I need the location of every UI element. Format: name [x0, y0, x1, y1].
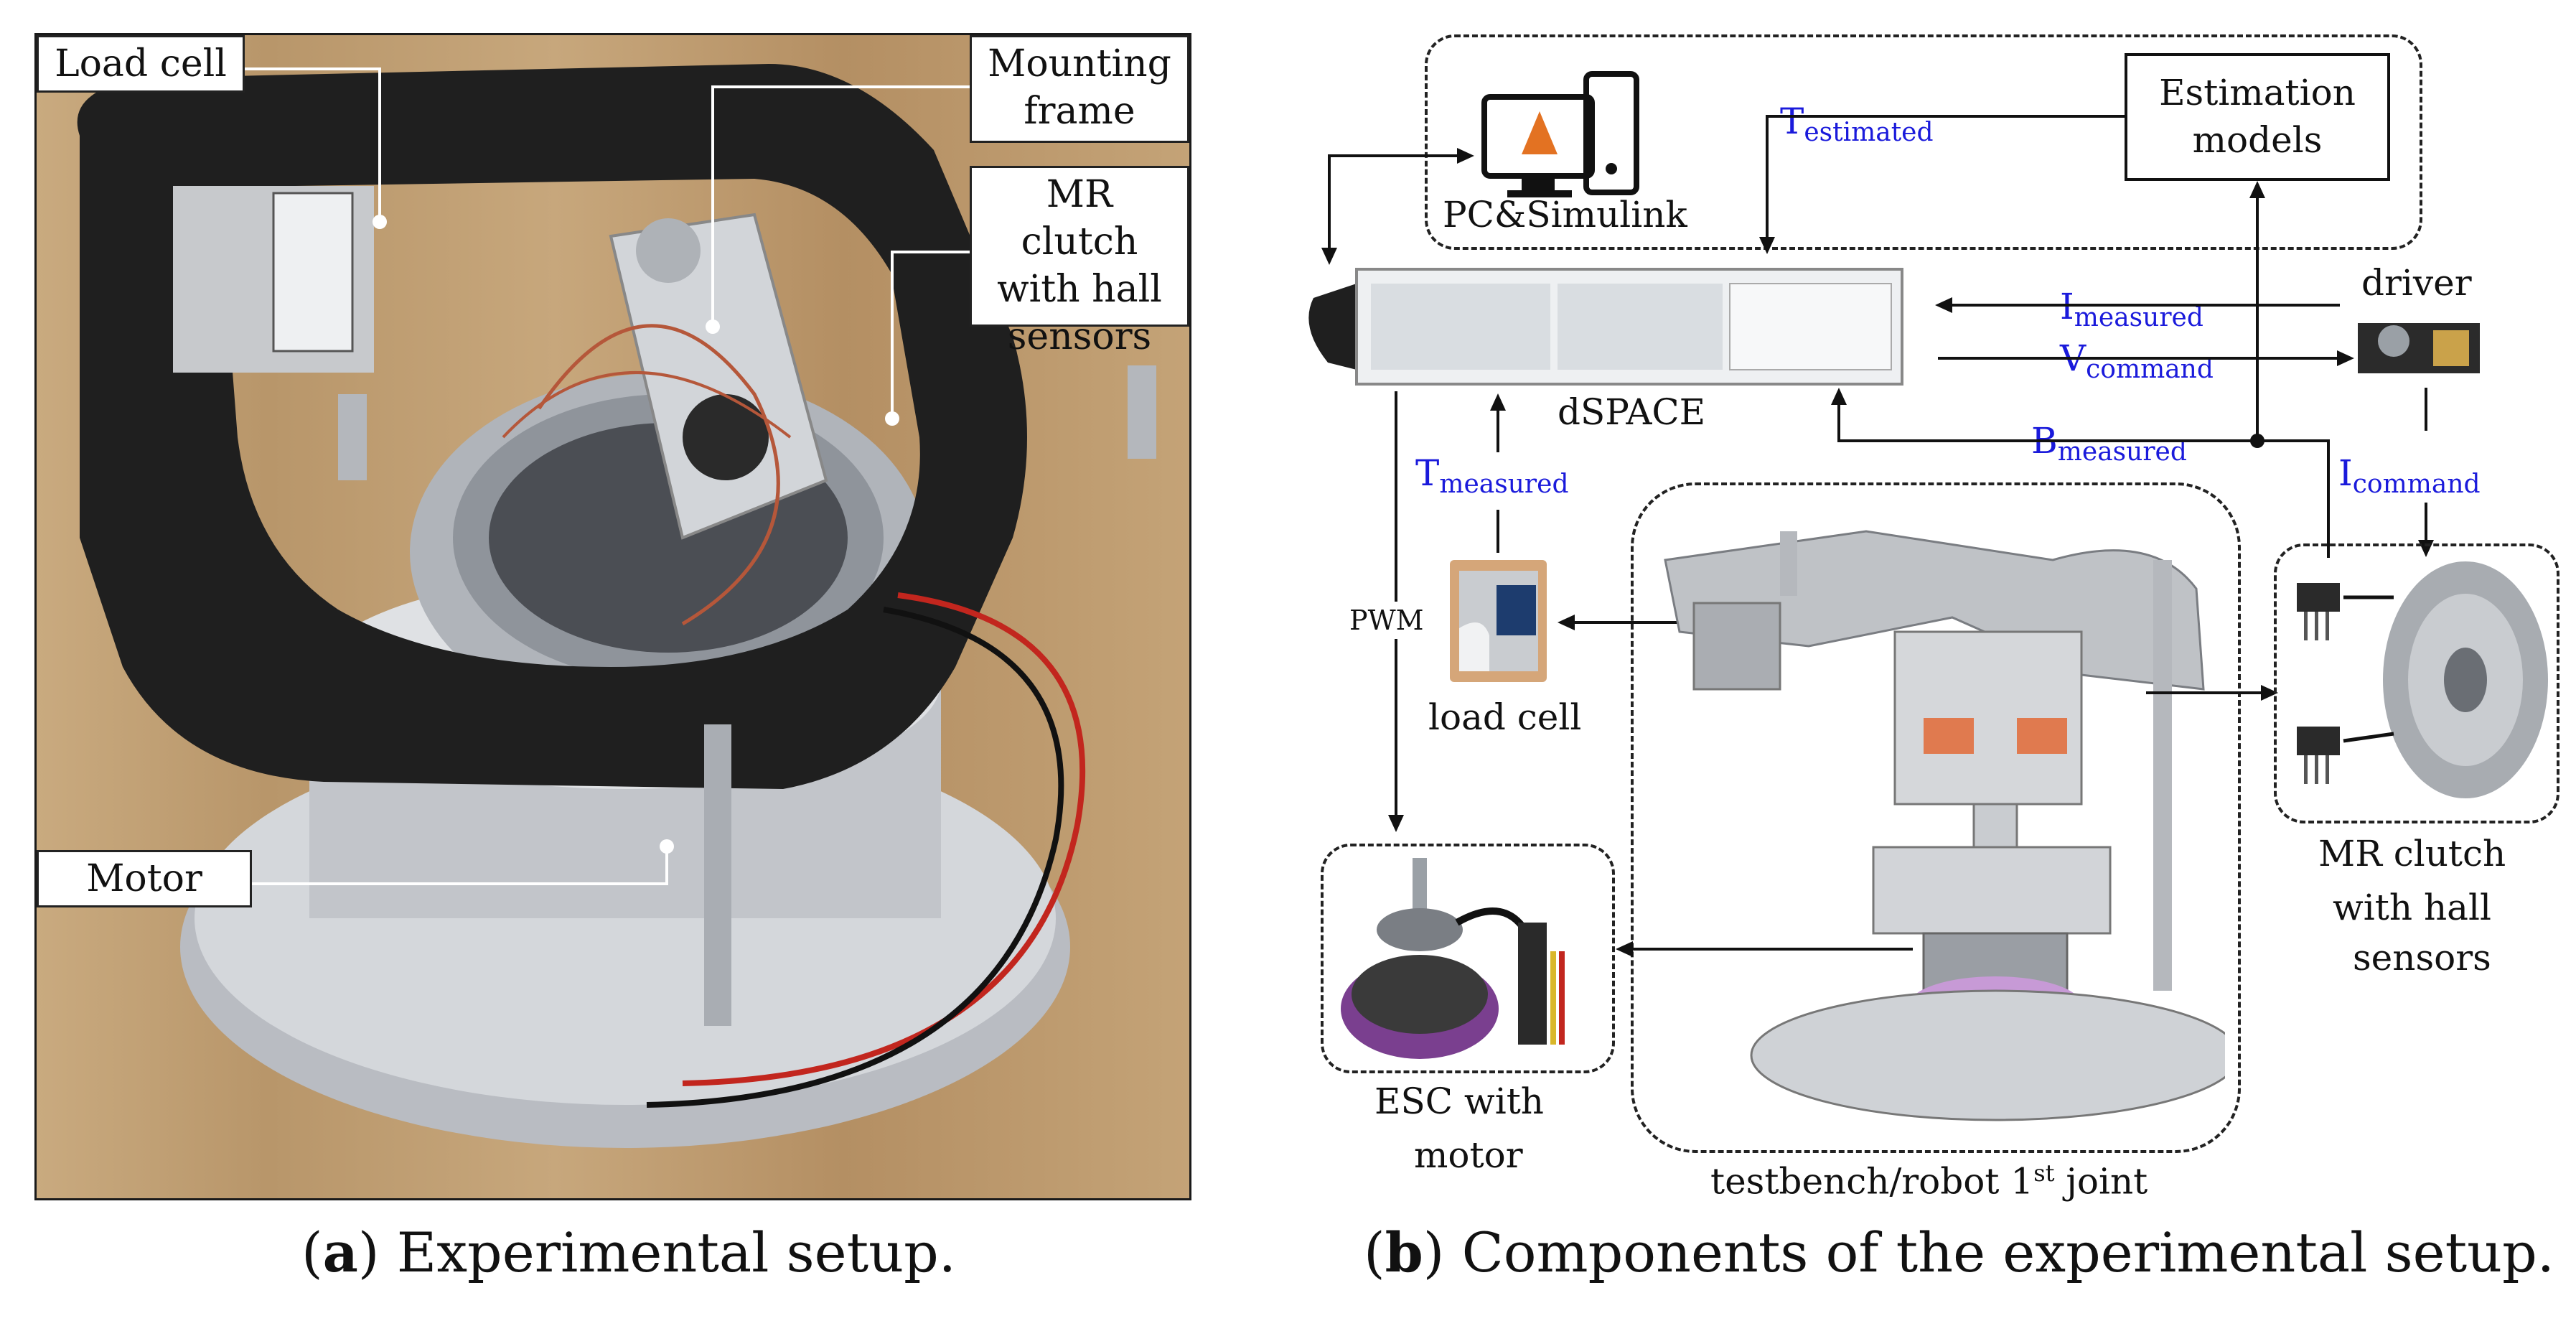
estimation-label-1: Estimation — [2159, 72, 2356, 113]
line-t-estimated-h — [1766, 115, 2125, 118]
arrow-t-estimated — [1759, 237, 1775, 254]
power-cable-red — [682, 592, 1086, 1086]
arrow-to-pc — [1457, 148, 1474, 164]
mounting-frame — [77, 64, 1028, 789]
arrow-b-measured — [1831, 388, 1847, 405]
line-i-command-bottom — [2425, 503, 2427, 542]
label-mounting-frame: Mounting frame — [970, 35, 1189, 143]
experimental-setup-photo: Load cell Mounting frame MR clutch with … — [34, 33, 1191, 1200]
mr-clutch-label-1: MR clutch — [2318, 833, 2506, 874]
label-motor: Motor — [37, 850, 252, 907]
line-t-measured-top — [1497, 409, 1499, 452]
testbench-box — [1631, 482, 2241, 1153]
arrow-t-measured — [1490, 393, 1506, 411]
testbench-label: testbench/robot 1st joint — [1710, 1159, 2148, 1203]
arrow-i-measured — [1935, 297, 1952, 313]
caption-b: (b) Components of the experimental setup… — [1364, 1220, 2554, 1284]
estimation-models-box: Estimation models — [2125, 53, 2390, 181]
line-estimation-feed — [2256, 197, 2259, 445]
leader-load-cell-v — [378, 67, 381, 218]
signal-i-measured: Imeasured — [2060, 286, 2203, 332]
signal-v-command: Vcommand — [2060, 337, 2214, 384]
estimation-label-2: models — [2192, 119, 2323, 161]
line-load-cell — [1575, 621, 1776, 624]
leader-motor-h — [245, 882, 668, 885]
load-cell-label: load cell — [1428, 696, 1582, 738]
line-b-measured-clutch — [2327, 439, 2330, 558]
line-i-measured — [1952, 304, 2340, 307]
arrow-to-dspace — [1321, 248, 1337, 265]
line-b-measured-h — [1837, 439, 2330, 442]
driver-label: driver — [2361, 262, 2472, 304]
pc-simulink-label: PC&Simulink — [1443, 194, 1687, 235]
line-v-command — [1938, 357, 2340, 360]
esc-label-2: motor — [1414, 1134, 1523, 1176]
leader-load-cell-h — [238, 67, 381, 70]
power-cable-black — [646, 607, 1064, 1108]
bracket — [609, 213, 828, 540]
label-load-cell: Load cell — [37, 35, 245, 93]
arrow-v-command — [2337, 350, 2354, 366]
caption-a: (a) Experimental setup. — [301, 1220, 956, 1284]
line-b-measured-v — [1837, 402, 1840, 442]
line-testbench-clutch — [2146, 691, 2261, 694]
signal-t-measured: Tmeasured — [1415, 452, 1569, 499]
leader-dot-load-cell — [373, 215, 387, 229]
dspace-label: dSPACE — [1558, 391, 1706, 433]
testbench-cad-render — [1664, 530, 2225, 1121]
bolt — [636, 218, 701, 283]
standoff-left — [338, 394, 367, 480]
line-pc-dspace-h — [1328, 154, 1457, 157]
mr-clutch-image — [2297, 561, 2548, 798]
pc-group-box — [1425, 34, 2422, 250]
mr-clutch-label-2: with hall — [2333, 887, 2491, 928]
leader-clutch-v — [891, 251, 894, 416]
leader-motor-v — [665, 846, 668, 885]
line-pc-dspace-v — [1328, 154, 1331, 255]
setup-photo-illustration — [77, 64, 1156, 1148]
mr-clutch-box — [2274, 543, 2559, 823]
leader-dot-frame — [706, 319, 720, 334]
esc-motor-image — [1341, 858, 1565, 1059]
mr-clutch-label-3: sensors — [2353, 937, 2491, 979]
leader-dot-clutch — [885, 411, 899, 426]
support-rod — [704, 724, 731, 1026]
esc-box — [1321, 844, 1615, 1073]
line-t-measured-bottom — [1497, 510, 1499, 553]
leader-dot-motor — [660, 839, 674, 854]
line-t-estimated-v — [1766, 115, 1769, 237]
arrow-pwm — [1388, 815, 1404, 832]
standoff-right — [1128, 365, 1156, 459]
leader-frame-h — [711, 85, 977, 88]
leader-frame-v — [711, 85, 714, 322]
driver-board — [2358, 323, 2480, 373]
arrow-estimation-feed — [2249, 181, 2265, 198]
arrow-testbench-esc — [1616, 941, 1633, 957]
leader-clutch-h — [891, 251, 970, 253]
arrow-load-cell — [1558, 615, 1575, 630]
load-cell-image — [1450, 560, 1547, 682]
wires-copper — [537, 324, 780, 626]
shaft-hole — [683, 394, 769, 480]
signal-b-measured: Bmeasured — [2031, 420, 2187, 467]
signal-i-command: Icommand — [2338, 452, 2481, 499]
signal-t-estimated: Testimated — [1780, 101, 1934, 147]
strain-gauge — [272, 192, 354, 353]
dspace-unit — [1308, 268, 1903, 386]
esc-label-1: ESC with — [1374, 1080, 1544, 1122]
wires-copper-2 — [502, 371, 792, 439]
line-testbench-esc — [1633, 948, 1913, 951]
pc-computer-icon — [1481, 71, 1639, 197]
pwm-label: PWM — [1349, 602, 1424, 639]
label-mr-clutch: MR clutch with hall sensors — [970, 166, 1189, 358]
line-i-command-top — [2425, 388, 2427, 431]
